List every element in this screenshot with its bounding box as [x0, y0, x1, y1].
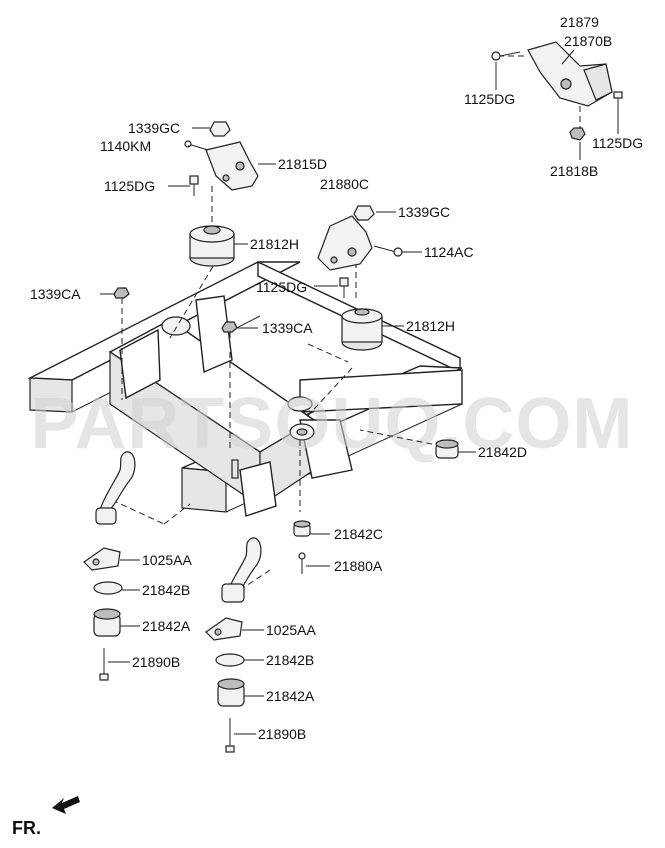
label-21842a-a: 21842A: [142, 618, 191, 634]
label-1025aa-b: 1025AA: [266, 622, 316, 638]
label-1124ac: 1124AC: [424, 244, 474, 260]
insulator-21842a-a: [93, 608, 121, 637]
bolt-21890b-a: [99, 648, 109, 681]
front-label: FR.: [12, 818, 41, 838]
label-21842c: 21842C: [334, 526, 383, 542]
label-21880c: 21880C: [320, 176, 369, 192]
engine-mount-21812h-b: [341, 308, 383, 351]
washer-21842b-b: [215, 653, 245, 667]
label-21890b-a: 21890B: [132, 654, 180, 670]
nut-21818b: [569, 127, 586, 141]
label-21842b-b: 21842B: [266, 652, 314, 668]
bracket-21880c: [317, 215, 373, 271]
washer-21842b-a: [93, 581, 123, 595]
label-21870b: 21870B: [564, 33, 612, 49]
label-1339ca-b: 1339CA: [262, 320, 313, 336]
nut-1339gc-a: [209, 121, 231, 137]
label-21842d: 21842D: [478, 444, 527, 460]
label-21880a: 21880A: [334, 558, 383, 574]
bolt-21880a: [298, 552, 306, 574]
hook-bracket-center: [221, 537, 262, 603]
label-1125dg-d: 1125DG: [256, 279, 307, 295]
label-leaders: [100, 49, 619, 735]
label-21812h-a: 21812H: [250, 236, 299, 252]
label-1125dg-a: 1125DG: [464, 91, 515, 107]
label-21890b-b: 21890B: [258, 726, 306, 742]
label-21818b: 21818B: [550, 163, 598, 179]
chassis-frame: [27, 260, 463, 517]
nut-1339ca-b: [221, 321, 238, 333]
front-arrow-icon: [52, 796, 80, 814]
engine-mount-21812h-a: [189, 225, 235, 267]
label-1025aa-a: 1025AA: [142, 552, 192, 568]
label-1125dg-c: 1125DG: [104, 178, 155, 194]
watermark-text: PARTSOUQ.COM: [31, 384, 634, 464]
bolt-1125dg-b: [613, 91, 623, 110]
label-1339gc-a: 1339GC: [128, 120, 180, 136]
label-1125dg-b: 1125DG: [592, 135, 643, 151]
insulator-21842d: [435, 439, 459, 459]
plate-1025aa-b: [205, 617, 243, 641]
label-1339gc-b: 1339GC: [398, 204, 450, 220]
nut-1339ca-a: [113, 287, 130, 299]
bolt-1125dg-d: [339, 277, 349, 298]
label-21842b-a: 21842B: [142, 582, 190, 598]
plate-1025aa-a: [83, 547, 121, 571]
label-1339ca-a: 1339CA: [30, 286, 81, 302]
bracket-21870b: [527, 41, 613, 107]
label-1140km: 1140KM: [100, 138, 151, 154]
assembly-leaders: [111, 55, 581, 591]
nut-1339gc-b: [353, 205, 375, 221]
bolt-1125dg-a: [491, 51, 521, 61]
insulator-21842a-b: [217, 678, 245, 707]
part-labels: 21879 21870B 1125DG 1125DG 21818B 1339GC…: [30, 14, 643, 742]
insulator-21842c: [293, 520, 311, 537]
bolt-1124ac: [373, 245, 403, 257]
bolt-1125dg-c: [189, 175, 199, 196]
bolt-21890b-b: [225, 718, 235, 753]
label-21879: 21879: [560, 14, 599, 30]
hook-bracket-left: [95, 451, 136, 525]
label-21842a-b: 21842A: [266, 688, 315, 704]
label-21815d: 21815D: [278, 156, 327, 172]
bracket-21815d: [205, 141, 259, 191]
label-21812h-b: 21812H: [406, 318, 455, 334]
front-direction-indicator: FR.: [12, 796, 80, 838]
